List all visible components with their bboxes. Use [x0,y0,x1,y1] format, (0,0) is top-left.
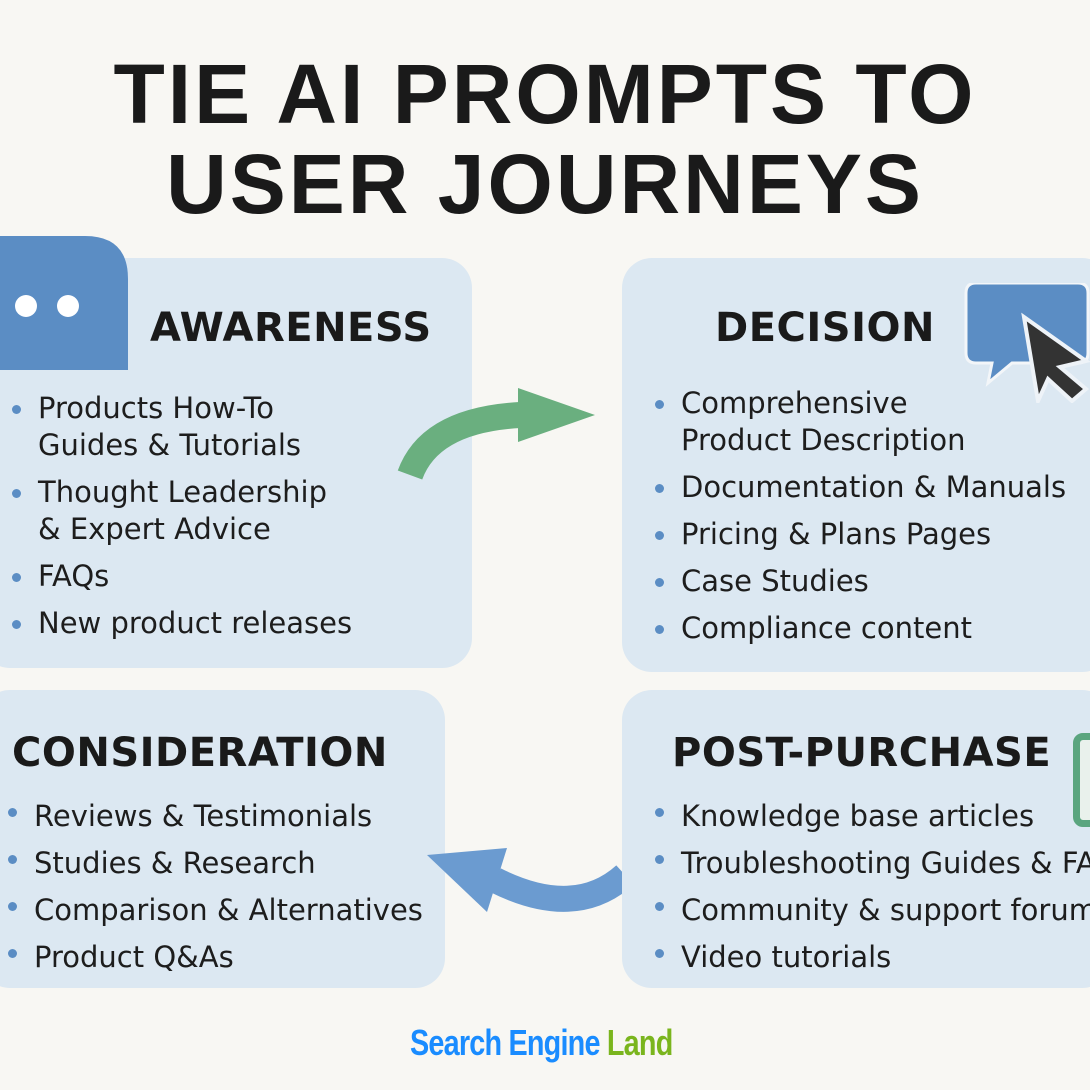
list-item: Comparison & Alternatives [8,887,423,934]
search-engine-land-logo: Search Engine Land [410,1022,673,1064]
chat-cursor-icon [964,283,1090,403]
list-item: Products How-To [12,390,352,427]
list-item: Video tutorials [655,934,1090,981]
list-item: Guides & Tutorials [38,428,302,462]
decision-heading: DECISION [715,305,935,351]
logo-part-1: Search Engine [410,1022,600,1063]
list-item: Product Description [681,423,966,457]
chat-bubble-icon [0,236,128,370]
title-line-2: USER JOURNEYS [166,137,924,231]
list-item: Case Studies [655,563,1066,600]
consideration-heading: CONSIDERATION [12,730,388,776]
list-item: Community & support forum [655,887,1090,934]
list-item: Comprehensive [655,385,1066,422]
list-item: FAQs [12,558,352,595]
list-item: Product Q&As [8,934,423,981]
post-purchase-list: Knowledge base articles Troubleshooting … [655,793,1090,981]
list-item: Knowledge base articles [655,793,1090,840]
list-item: Compliance content [655,610,1066,647]
list-item: New product releases [12,605,352,642]
list-item: Documentation & Manuals [655,469,1066,506]
consideration-card [0,690,445,988]
title-line-1: TIE AI PROMPTS TO [113,47,977,141]
list-item: Studies & Research [8,840,423,887]
green-arrow-icon [397,388,595,480]
list-item: Pricing & Plans Pages [655,516,1066,553]
list-item: Reviews & Testimonials [8,793,423,840]
post-purchase-heading: POST-PURCHASE [672,730,1052,776]
awareness-heading: AWARENESS [150,305,432,351]
logo-part-2: Land [606,1022,673,1063]
awareness-list: Products How-To Guides & Tutorials Thoug… [12,390,352,642]
list-item: & Expert Advice [38,512,271,546]
blue-arrow-icon [427,848,634,912]
list-item: Troubleshooting Guides & FA [655,840,1090,887]
post-purchase-card [622,690,1090,988]
decision-list: Comprehensive Product Description Docume… [655,385,1066,647]
consideration-list: Reviews & Testimonials Studies & Researc… [8,793,423,981]
list-item: Thought Leadership [12,474,352,511]
document-icon [1073,733,1090,827]
